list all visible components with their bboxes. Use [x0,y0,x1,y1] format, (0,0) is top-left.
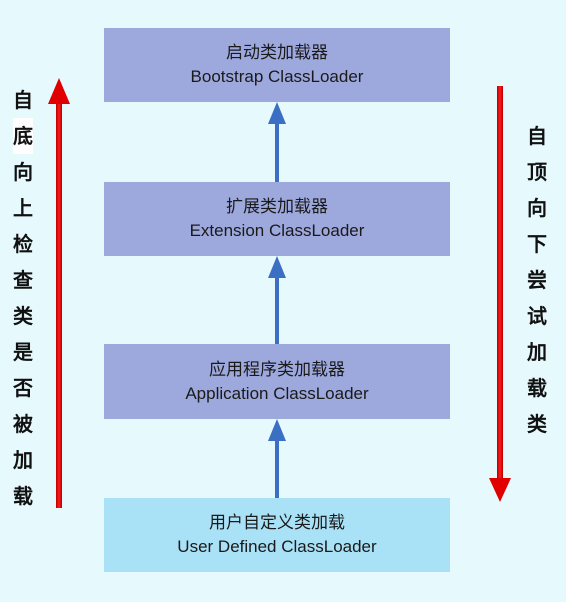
extension-en-label: Extension ClassLoader [189,221,365,240]
bottom-up-check-label: 自 底 向 上 检 查 类 是 否 被 加 载 [10,82,36,514]
left-char: 向 [13,160,33,184]
bottom-up-arrow [48,78,70,508]
left-char: 类 [13,304,33,328]
right-char: 加 [527,340,547,364]
left-char: 是 [13,340,33,364]
bootstrap-en-label: Bootstrap ClassLoader [190,67,364,86]
right-char: 尝 [527,268,547,292]
application-classloader-box: 应用程序类加载器 Application ClassLoader [104,344,450,419]
right-char: 顶 [527,160,547,184]
extension-zh-label: 扩展类加载器 [226,197,328,217]
left-char: 检 [13,232,33,256]
right-char: 载 [527,376,547,400]
right-char: 向 [527,196,547,220]
right-char: 自 [527,124,547,148]
left-char: 查 [13,268,33,292]
left-char: 底 [13,118,33,154]
connector-user-to-application [268,419,286,498]
left-char: 否 [13,376,33,400]
extension-classloader-box: 扩展类加载器 Extension ClassLoader [104,182,450,256]
top-down-arrow [489,86,511,502]
user-defined-classloader-box: 用户自定义类加载 User Defined ClassLoader [104,498,450,572]
right-char: 试 [527,304,547,328]
left-char: 自 [13,88,33,112]
right-char: 下 [527,232,547,256]
bootstrap-zh-label: 启动类加载器 [226,43,328,63]
connector-extension-to-bootstrap [268,102,286,182]
left-char: 加 [13,448,33,472]
left-char: 被 [13,412,33,436]
left-char: 上 [13,196,33,220]
application-en-label: Application ClassLoader [185,383,369,403]
application-zh-label: 应用程序类加载器 [209,359,345,380]
user-zh-label: 用户自定义类加载 [209,513,345,533]
left-char: 载 [13,484,33,508]
right-char: 类 [527,412,547,436]
user-en-label: User Defined ClassLoader [177,537,377,556]
top-down-load-label: 自 顶 向 下 尝 试 加 载 类 [524,118,550,442]
connector-application-to-extension [268,256,286,344]
bootstrap-classloader-box: 启动类加载器 Bootstrap ClassLoader [104,28,450,102]
